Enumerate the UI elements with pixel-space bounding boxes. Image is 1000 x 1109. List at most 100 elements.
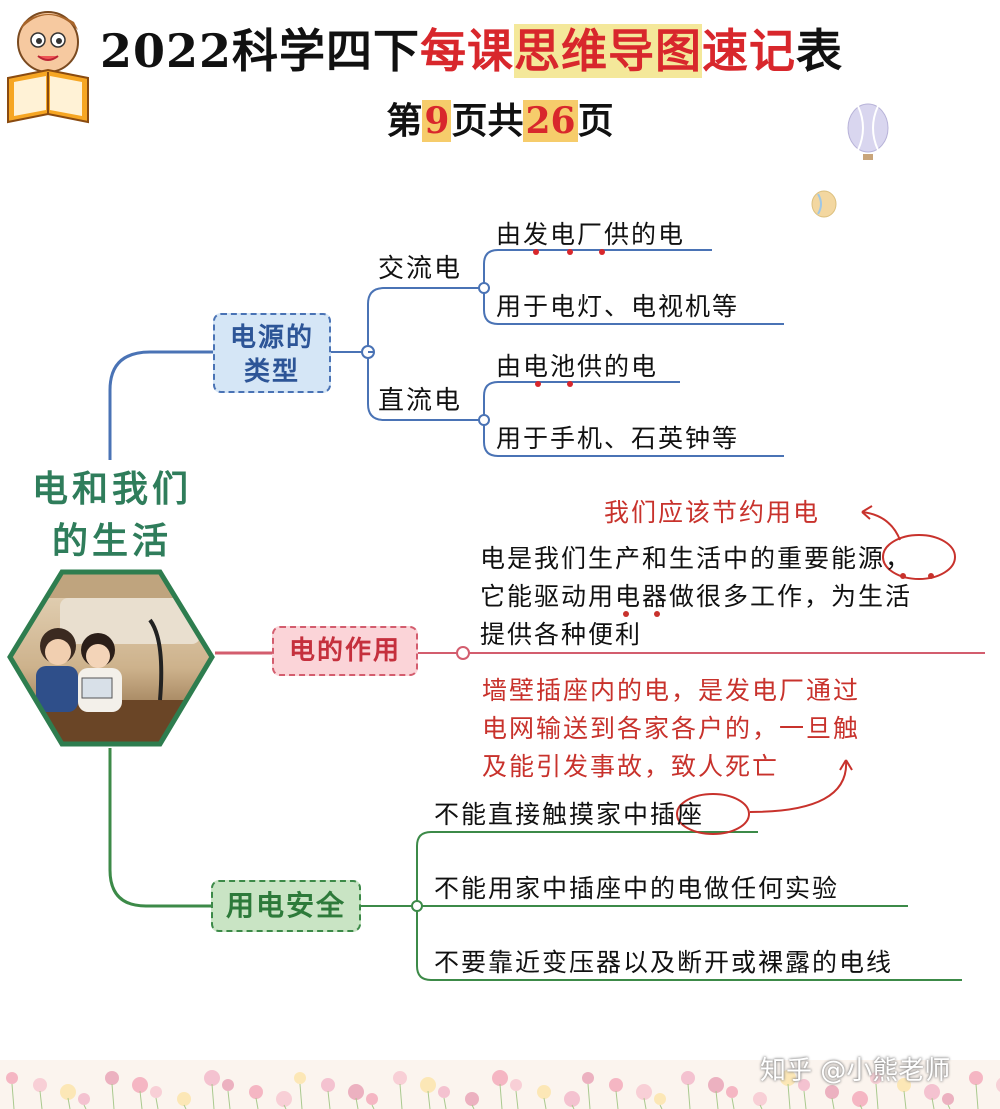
flower-stem (659, 1104, 663, 1109)
flower-decoration (654, 1093, 666, 1105)
flower-stem (327, 1090, 331, 1109)
flower-decoration (636, 1084, 652, 1100)
flower-decoration (582, 1072, 594, 1084)
leaf-dc-origin: 由电池供的电 (496, 352, 659, 381)
flower-stem (227, 1090, 231, 1109)
leaf-ac-use: 用于电灯、电视机等 (496, 292, 740, 321)
title-text-4: 速记 (702, 24, 797, 78)
flower-decoration (33, 1078, 47, 1092)
title-text-1: 2022科学四下 (100, 24, 421, 78)
flower-stem (687, 1083, 691, 1109)
watermark: 知乎 @小熊老师 (760, 1056, 951, 1086)
category-label-line2: 类型 (243, 357, 300, 387)
flower-decoration (681, 1071, 695, 1085)
flower-stem (875, 1083, 879, 1109)
flower-stem (111, 1083, 115, 1109)
warning-line3: 及能引发事故，致人死亡 (482, 752, 780, 781)
flower-stem (859, 1104, 863, 1109)
flower-stem (399, 1083, 403, 1109)
warning-line2: 电网输送到各家各户的，一旦触 (482, 714, 861, 743)
flower-decoration (420, 1077, 436, 1093)
flower-decoration (276, 1091, 292, 1107)
flower-decoration (924, 1084, 940, 1100)
flower-decoration (393, 1071, 407, 1085)
safety-item-1: 不能直接触摸家中插座 (434, 800, 705, 829)
flower-stem (211, 1083, 215, 1109)
flower-decoration (564, 1091, 580, 1107)
flower-decoration (465, 1092, 479, 1106)
category-electricity-use: 电的作用 (272, 626, 418, 676)
flower-decoration (726, 1086, 738, 1098)
flower-stem (155, 1097, 159, 1109)
flower-stem (587, 1083, 591, 1109)
flower-decoration (366, 1093, 378, 1105)
flower-stem (355, 1097, 359, 1109)
branch-dc: 直流电 (378, 386, 463, 416)
central-topic-line1: 电和我们 (31, 469, 192, 510)
title-text-3: 思维导图 (514, 24, 703, 78)
flower-decoration (204, 1070, 220, 1086)
flower-stem (299, 1083, 303, 1109)
flower-decoration (6, 1072, 18, 1084)
flower-decoration (798, 1079, 810, 1091)
page-current: 9 (422, 100, 452, 142)
use-paragraph-line3: 提供各种便利 (480, 620, 643, 649)
branch-ac: 交流电 (378, 254, 463, 284)
flower-decoration (708, 1077, 724, 1093)
flower-stem (471, 1104, 475, 1109)
page-title: 2022科学四下每课思维导图速记表 (100, 18, 960, 84)
flower-stem (787, 1083, 791, 1109)
title-text-2: 每课 (420, 24, 515, 78)
flower-stem (643, 1097, 647, 1109)
note-save-electricity: 我们应该节约用电 (604, 498, 821, 527)
category-label-line1: 电源的 (229, 323, 314, 353)
leaf-dc-use: 用于手机、石英钟等 (496, 424, 740, 453)
flower-stem (947, 1104, 951, 1109)
page-indicator: 第9页共26页 (300, 96, 700, 146)
flower-stem (759, 1104, 763, 1109)
flower-decoration (132, 1077, 148, 1093)
flower-stem (831, 1097, 835, 1109)
flower-decoration (249, 1085, 263, 1099)
flower-decoration (321, 1078, 335, 1092)
flower-stem (931, 1097, 935, 1109)
category-electric-safety: 用电安全 (211, 880, 361, 932)
flower-decoration (942, 1093, 954, 1105)
flower-decoration (294, 1072, 306, 1084)
flower-decoration (870, 1072, 882, 1084)
flower-stem (515, 1090, 519, 1109)
flower-decoration (897, 1078, 911, 1092)
flower-decoration (969, 1071, 983, 1085)
flower-border (0, 1060, 1000, 1109)
flower-stem (543, 1097, 547, 1109)
warning-line1: 墙壁插座内的电，是发电厂通过 (482, 676, 861, 705)
safety-item-3: 不要靠近变压器以及断开或裸露的电线 (434, 948, 894, 977)
flower-decoration (150, 1086, 162, 1098)
flower-decoration (222, 1079, 234, 1091)
flower-stem (443, 1097, 447, 1109)
flower-decoration (60, 1084, 76, 1100)
flower-stem (371, 1104, 375, 1109)
flower-stem (283, 1104, 287, 1109)
central-topic-line2: 的生活 (51, 521, 172, 562)
flower-decoration (753, 1092, 767, 1106)
flower-stem (11, 1083, 15, 1109)
flower-decoration (438, 1086, 450, 1098)
flower-decoration (78, 1093, 90, 1105)
page-mid: 页共 (451, 100, 524, 142)
leaf-ac-origin: 由发电厂供的电 (496, 220, 686, 249)
flower-stem (139, 1090, 143, 1109)
flower-decoration (492, 1070, 508, 1086)
boy-reading-icon (7, 11, 89, 124)
flower-decoration (177, 1092, 191, 1106)
flower-stem (803, 1090, 807, 1109)
flower-stem (67, 1097, 71, 1109)
flower-stem (427, 1090, 431, 1109)
use-paragraph-line1: 电是我们生产和生活中的重要能源， (480, 544, 913, 573)
page-total: 26 (523, 100, 578, 142)
flower-stem (903, 1090, 907, 1109)
photo-children-tablet (10, 572, 212, 744)
flower-decoration (537, 1085, 551, 1099)
use-paragraph-line2: 它能驱动用电器做很多工作，为生活 (480, 582, 913, 611)
